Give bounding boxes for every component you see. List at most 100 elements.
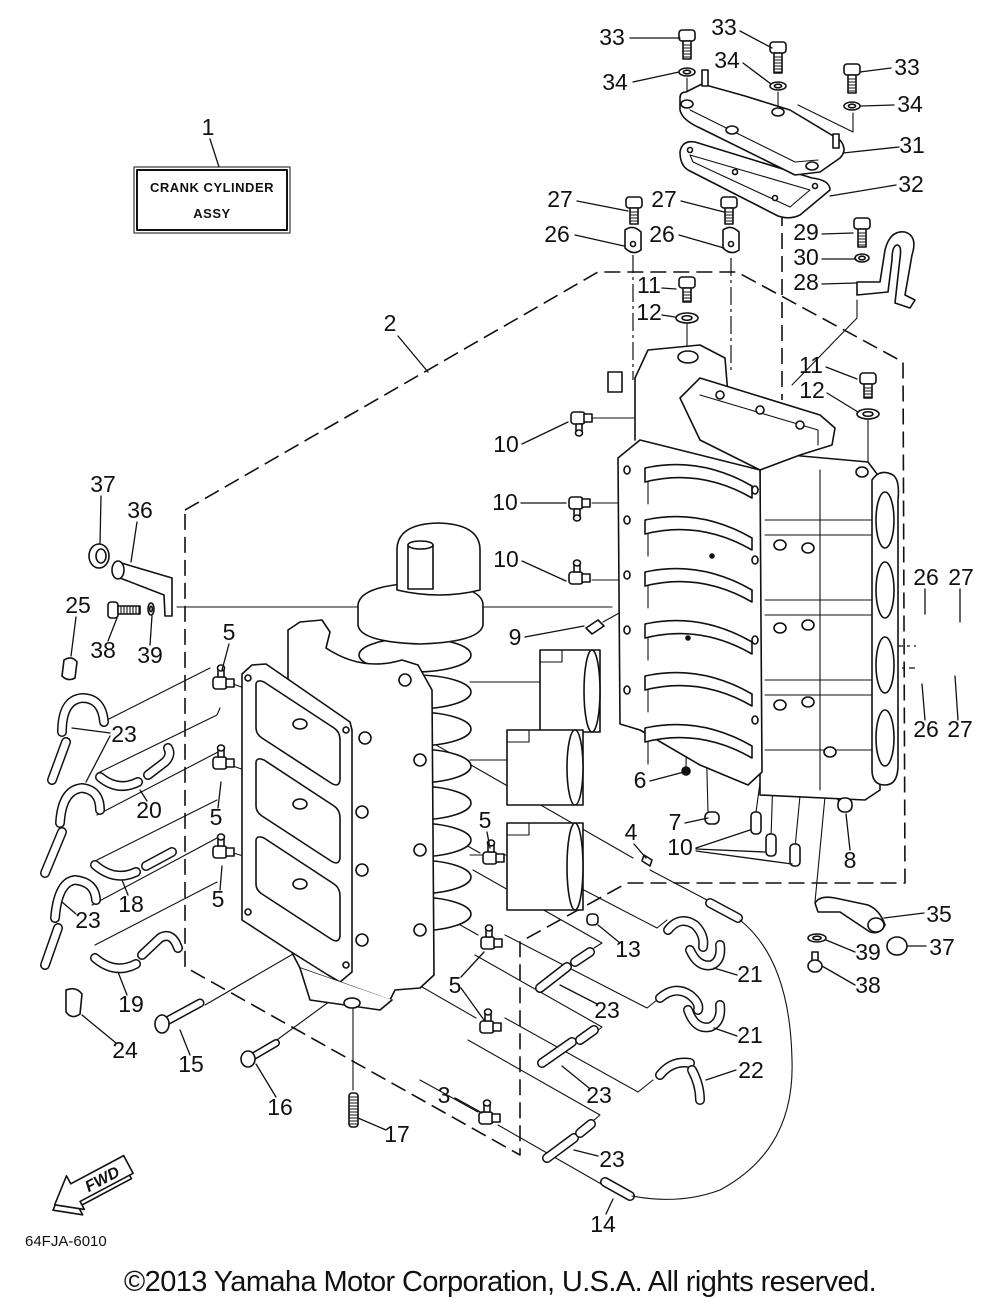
callout[interactable]: 5 [479, 807, 492, 849]
callout[interactable]: 20 [136, 789, 162, 823]
callout[interactable]: 3 [438, 1082, 483, 1114]
callout-number[interactable]: 7 [669, 809, 682, 835]
callout[interactable]: 5 [449, 951, 485, 1021]
callout-number[interactable]: 5 [479, 807, 492, 833]
callout-number[interactable]: 12 [636, 299, 662, 325]
callout-number[interactable]: 22 [738, 1057, 764, 1083]
callout[interactable]: 21 [713, 1022, 763, 1048]
callout-number[interactable]: 15 [178, 1051, 204, 1077]
callout-number[interactable]: 6 [634, 767, 647, 793]
callout[interactable]: 36 [127, 497, 153, 563]
callout-number[interactable]: 26 [913, 716, 939, 742]
callout[interactable]: 31 [842, 132, 925, 158]
callout[interactable]: 26 [649, 221, 725, 249]
callout-number[interactable]: 4 [625, 819, 638, 845]
callout[interactable]: 11 [637, 272, 677, 298]
callout-number[interactable]: 34 [897, 91, 923, 117]
callout[interactable]: 9 [509, 624, 585, 650]
callout[interactable]: 23 [61, 901, 101, 933]
callout[interactable]: 37 [907, 934, 955, 960]
callout-number[interactable]: 2 [384, 310, 397, 336]
callout[interactable]: 23 [71, 721, 137, 783]
callout[interactable]: 10 [667, 829, 793, 865]
callout[interactable]: 27 [651, 186, 725, 213]
callout[interactable]: 27 [947, 675, 973, 742]
callout[interactable]: 6 [634, 767, 685, 793]
callout-number[interactable]: 11 [799, 352, 823, 378]
callout-number[interactable]: 10 [667, 834, 693, 860]
callout-number[interactable]: 12 [799, 377, 825, 403]
callout[interactable]: 15 [178, 1029, 204, 1077]
callout-number[interactable]: 30 [793, 244, 819, 270]
callout[interactable]: 37 [90, 471, 116, 545]
callout[interactable]: 32 [829, 171, 924, 197]
callout[interactable]: 27 [948, 564, 974, 623]
callout-number[interactable]: 5 [212, 886, 225, 912]
callout-number[interactable]: 27 [947, 716, 973, 742]
callout-number[interactable]: 18 [118, 891, 144, 917]
callout[interactable]: 38 [821, 965, 881, 998]
callout-number[interactable]: 28 [793, 269, 819, 295]
callout-number[interactable]: 33 [599, 24, 625, 50]
callout[interactable]: 12 [636, 299, 676, 325]
callout[interactable]: 38 [90, 617, 118, 663]
callout-number[interactable]: 33 [894, 54, 920, 80]
callout[interactable]: 10 [492, 489, 567, 515]
callout-number[interactable]: 31 [899, 132, 925, 158]
callout[interactable]: 13 [597, 924, 641, 962]
callout[interactable]: 25 [65, 592, 91, 657]
callout-number[interactable]: 14 [590, 1211, 616, 1237]
callout-number[interactable]: 36 [127, 497, 153, 523]
callout-number[interactable]: 23 [594, 997, 620, 1023]
callout-number[interactable]: 5 [210, 804, 223, 830]
callout-number[interactable]: 39 [855, 939, 881, 965]
callout[interactable]: 29 [793, 219, 854, 245]
callout-number[interactable]: 8 [844, 847, 857, 873]
callout[interactable]: 28 [793, 269, 857, 295]
callout-number[interactable]: 23 [111, 721, 137, 747]
callout-number[interactable]: 10 [493, 431, 519, 457]
callout-number[interactable]: 27 [547, 186, 573, 212]
callout-number[interactable]: 38 [90, 637, 116, 663]
callout[interactable]: 33 [711, 14, 773, 49]
callout-number[interactable]: 5 [449, 972, 462, 998]
callout-number[interactable]: 3 [438, 1082, 451, 1108]
callout[interactable]: 33 [859, 54, 920, 80]
callout[interactable]: 39 [137, 615, 163, 668]
callout-number[interactable]: 17 [384, 1121, 410, 1147]
callout[interactable]: 26 [913, 564, 939, 615]
callout[interactable]: 30 [793, 244, 857, 270]
callout-number[interactable]: 23 [75, 907, 101, 933]
callout-number[interactable]: 11 [637, 272, 661, 298]
callout-number[interactable]: 1 [202, 114, 215, 140]
callout[interactable]: 10 [493, 421, 569, 457]
callout-number[interactable]: 38 [855, 972, 881, 998]
callout[interactable]: 18 [118, 879, 144, 917]
callout[interactable]: 19 [117, 971, 144, 1017]
callout[interactable]: 27 [547, 186, 629, 212]
callout[interactable]: 5 [210, 781, 223, 830]
callout[interactable]: 10 [493, 546, 567, 582]
callout[interactable]: 33 [599, 24, 681, 50]
callout[interactable]: 24 [81, 1014, 138, 1063]
callout[interactable]: 8 [844, 813, 857, 873]
callout[interactable]: 7 [669, 809, 709, 835]
callout-number[interactable]: 10 [493, 546, 519, 572]
callout[interactable]: 34 [714, 47, 772, 85]
callout-number[interactable]: 16 [267, 1094, 293, 1120]
callout-number[interactable]: 29 [793, 219, 819, 245]
callout-number[interactable]: 20 [136, 797, 162, 823]
callout-number[interactable]: 9 [509, 624, 522, 650]
callout-number[interactable]: 13 [615, 936, 641, 962]
callout[interactable]: 16 [255, 1063, 293, 1120]
callout-number[interactable]: 23 [599, 1146, 625, 1172]
callout-number[interactable]: 34 [602, 69, 628, 95]
callout-number[interactable]: 21 [737, 961, 763, 987]
callout-number[interactable]: 34 [714, 47, 740, 73]
callout-number[interactable]: 26 [544, 221, 570, 247]
callout[interactable]: 34 [860, 91, 923, 117]
callout-number[interactable]: 5 [223, 619, 236, 645]
callout[interactable]: 5 [221, 619, 236, 671]
callout[interactable]: 17 [357, 1117, 410, 1147]
callout-number[interactable]: 23 [586, 1082, 612, 1108]
